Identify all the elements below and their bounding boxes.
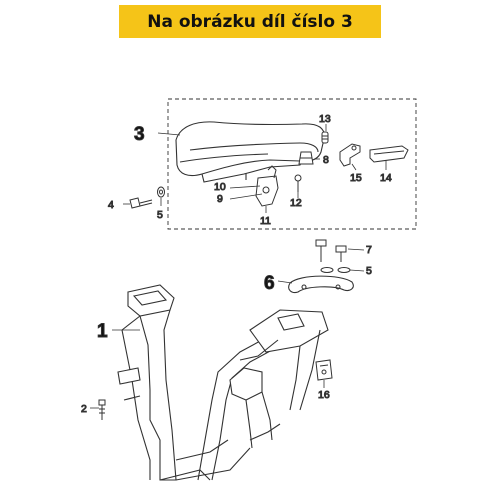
part-16-clip	[315, 359, 333, 381]
part-5-washer-a	[157, 186, 165, 198]
callout-11: 11	[260, 215, 271, 227]
callout-15: 15	[350, 172, 362, 184]
callout-7: 7	[366, 244, 372, 256]
part-4-bolt	[129, 197, 153, 209]
callout-14: 14	[380, 172, 392, 184]
part-12	[294, 174, 302, 192]
part-15	[339, 143, 361, 167]
callout-3: 3	[134, 124, 145, 145]
callout-12: 12	[290, 197, 302, 209]
frame-part	[117, 284, 329, 481]
part-14	[369, 145, 409, 163]
callout-5-top: 5	[157, 209, 163, 221]
part-5-washer-b	[320, 267, 351, 273]
callout-10: 10	[214, 181, 226, 193]
part-13	[321, 131, 329, 144]
title-banner: Na obrázku díl číslo 3	[119, 5, 381, 38]
callout-4: 4	[108, 199, 114, 211]
part-6-bracket	[288, 275, 354, 294]
leader-lines	[90, 124, 387, 409]
title-text: Na obrázku díl číslo 3	[147, 11, 353, 32]
callout-16: 16	[318, 389, 330, 401]
part-8	[298, 151, 314, 165]
callout-5-mid: 5	[366, 265, 372, 277]
callout-1: 1	[97, 321, 108, 342]
callout-2: 2	[81, 403, 87, 415]
part-latch-bracket	[255, 165, 279, 207]
part-2-bolt	[98, 399, 106, 420]
callout-8: 8	[323, 154, 329, 166]
callout-13: 13	[319, 113, 331, 125]
callout-9: 9	[217, 193, 223, 205]
callout-6: 6	[264, 273, 275, 294]
part-7-bolts	[315, 239, 347, 262]
